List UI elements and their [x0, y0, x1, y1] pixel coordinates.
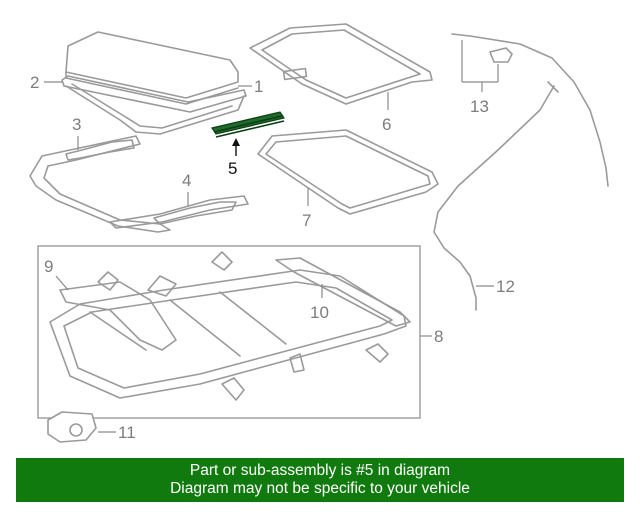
- part-info-banner: Part or sub-assembly is #5 in diagram Di…: [16, 458, 624, 502]
- guide-rail-left: [29, 135, 171, 233]
- callout-6: 6: [382, 92, 391, 134]
- banner-line-1: Part or sub-assembly is #5 in diagram: [189, 462, 451, 479]
- sunroof-frame: [49, 251, 411, 401]
- weatherstrip-part-5: [211, 111, 285, 138]
- callout-5: 5: [228, 138, 240, 178]
- glass-panel: [65, 31, 239, 105]
- sunroof-motor: [47, 411, 97, 443]
- callout-9: 9: [44, 257, 69, 291]
- banner-line-2: Diagram may not be specific to your vehi…: [170, 480, 470, 497]
- callout-7: 7: [302, 188, 311, 230]
- sunshade: [249, 23, 433, 105]
- svg-text:1: 1: [254, 77, 263, 96]
- callout-12: 12: [476, 277, 515, 296]
- guide-rail-right: [109, 195, 249, 229]
- svg-text:9: 9: [44, 257, 53, 276]
- svg-text:3: 3: [72, 115, 81, 134]
- svg-text:12: 12: [496, 277, 515, 296]
- svg-text:11: 11: [118, 423, 136, 442]
- callout-13: 13: [461, 40, 499, 116]
- callout-8: 8: [420, 327, 443, 346]
- callout-1: 1: [238, 77, 263, 96]
- svg-text:7: 7: [302, 211, 311, 230]
- svg-text:4: 4: [182, 171, 191, 190]
- drain-hose-with-clip: [451, 33, 609, 187]
- callout-10: 10: [310, 284, 329, 322]
- frame-seal: [257, 129, 439, 215]
- callout-4: 4: [182, 171, 191, 206]
- callout-2: 2: [30, 73, 62, 92]
- svg-text:10: 10: [310, 303, 329, 322]
- svg-text:5: 5: [228, 159, 237, 178]
- drain-hose: [433, 81, 559, 311]
- svg-text:13: 13: [470, 97, 489, 116]
- callout-3: 3: [72, 115, 81, 150]
- svg-text:6: 6: [382, 115, 391, 134]
- callout-11: 11: [98, 423, 136, 442]
- glass-seal: [61, 75, 247, 135]
- svg-text:2: 2: [30, 73, 39, 92]
- svg-text:8: 8: [434, 327, 443, 346]
- frame-assembly-box: [37, 245, 421, 419]
